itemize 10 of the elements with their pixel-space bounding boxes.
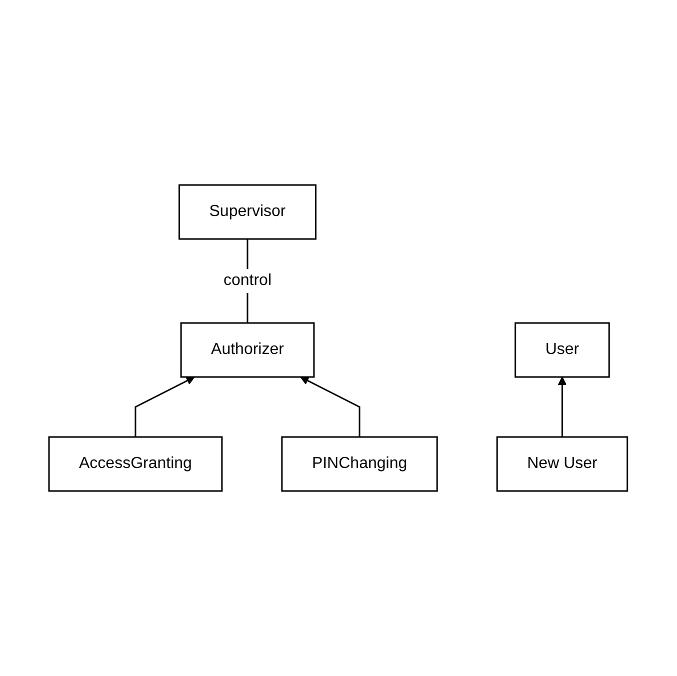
node-box: User <box>514 322 610 378</box>
node-box: PINChanging <box>282 436 438 492</box>
node-box: AccessGranting <box>48 436 224 492</box>
node-box: Authorizer <box>180 322 316 378</box>
arrow <box>558 376 567 437</box>
edge-label: control <box>224 272 272 289</box>
node-box: New User <box>496 436 628 492</box>
arrow <box>135 376 196 437</box>
arrow <box>300 376 361 437</box>
node-box: Supervisor <box>178 184 317 240</box>
